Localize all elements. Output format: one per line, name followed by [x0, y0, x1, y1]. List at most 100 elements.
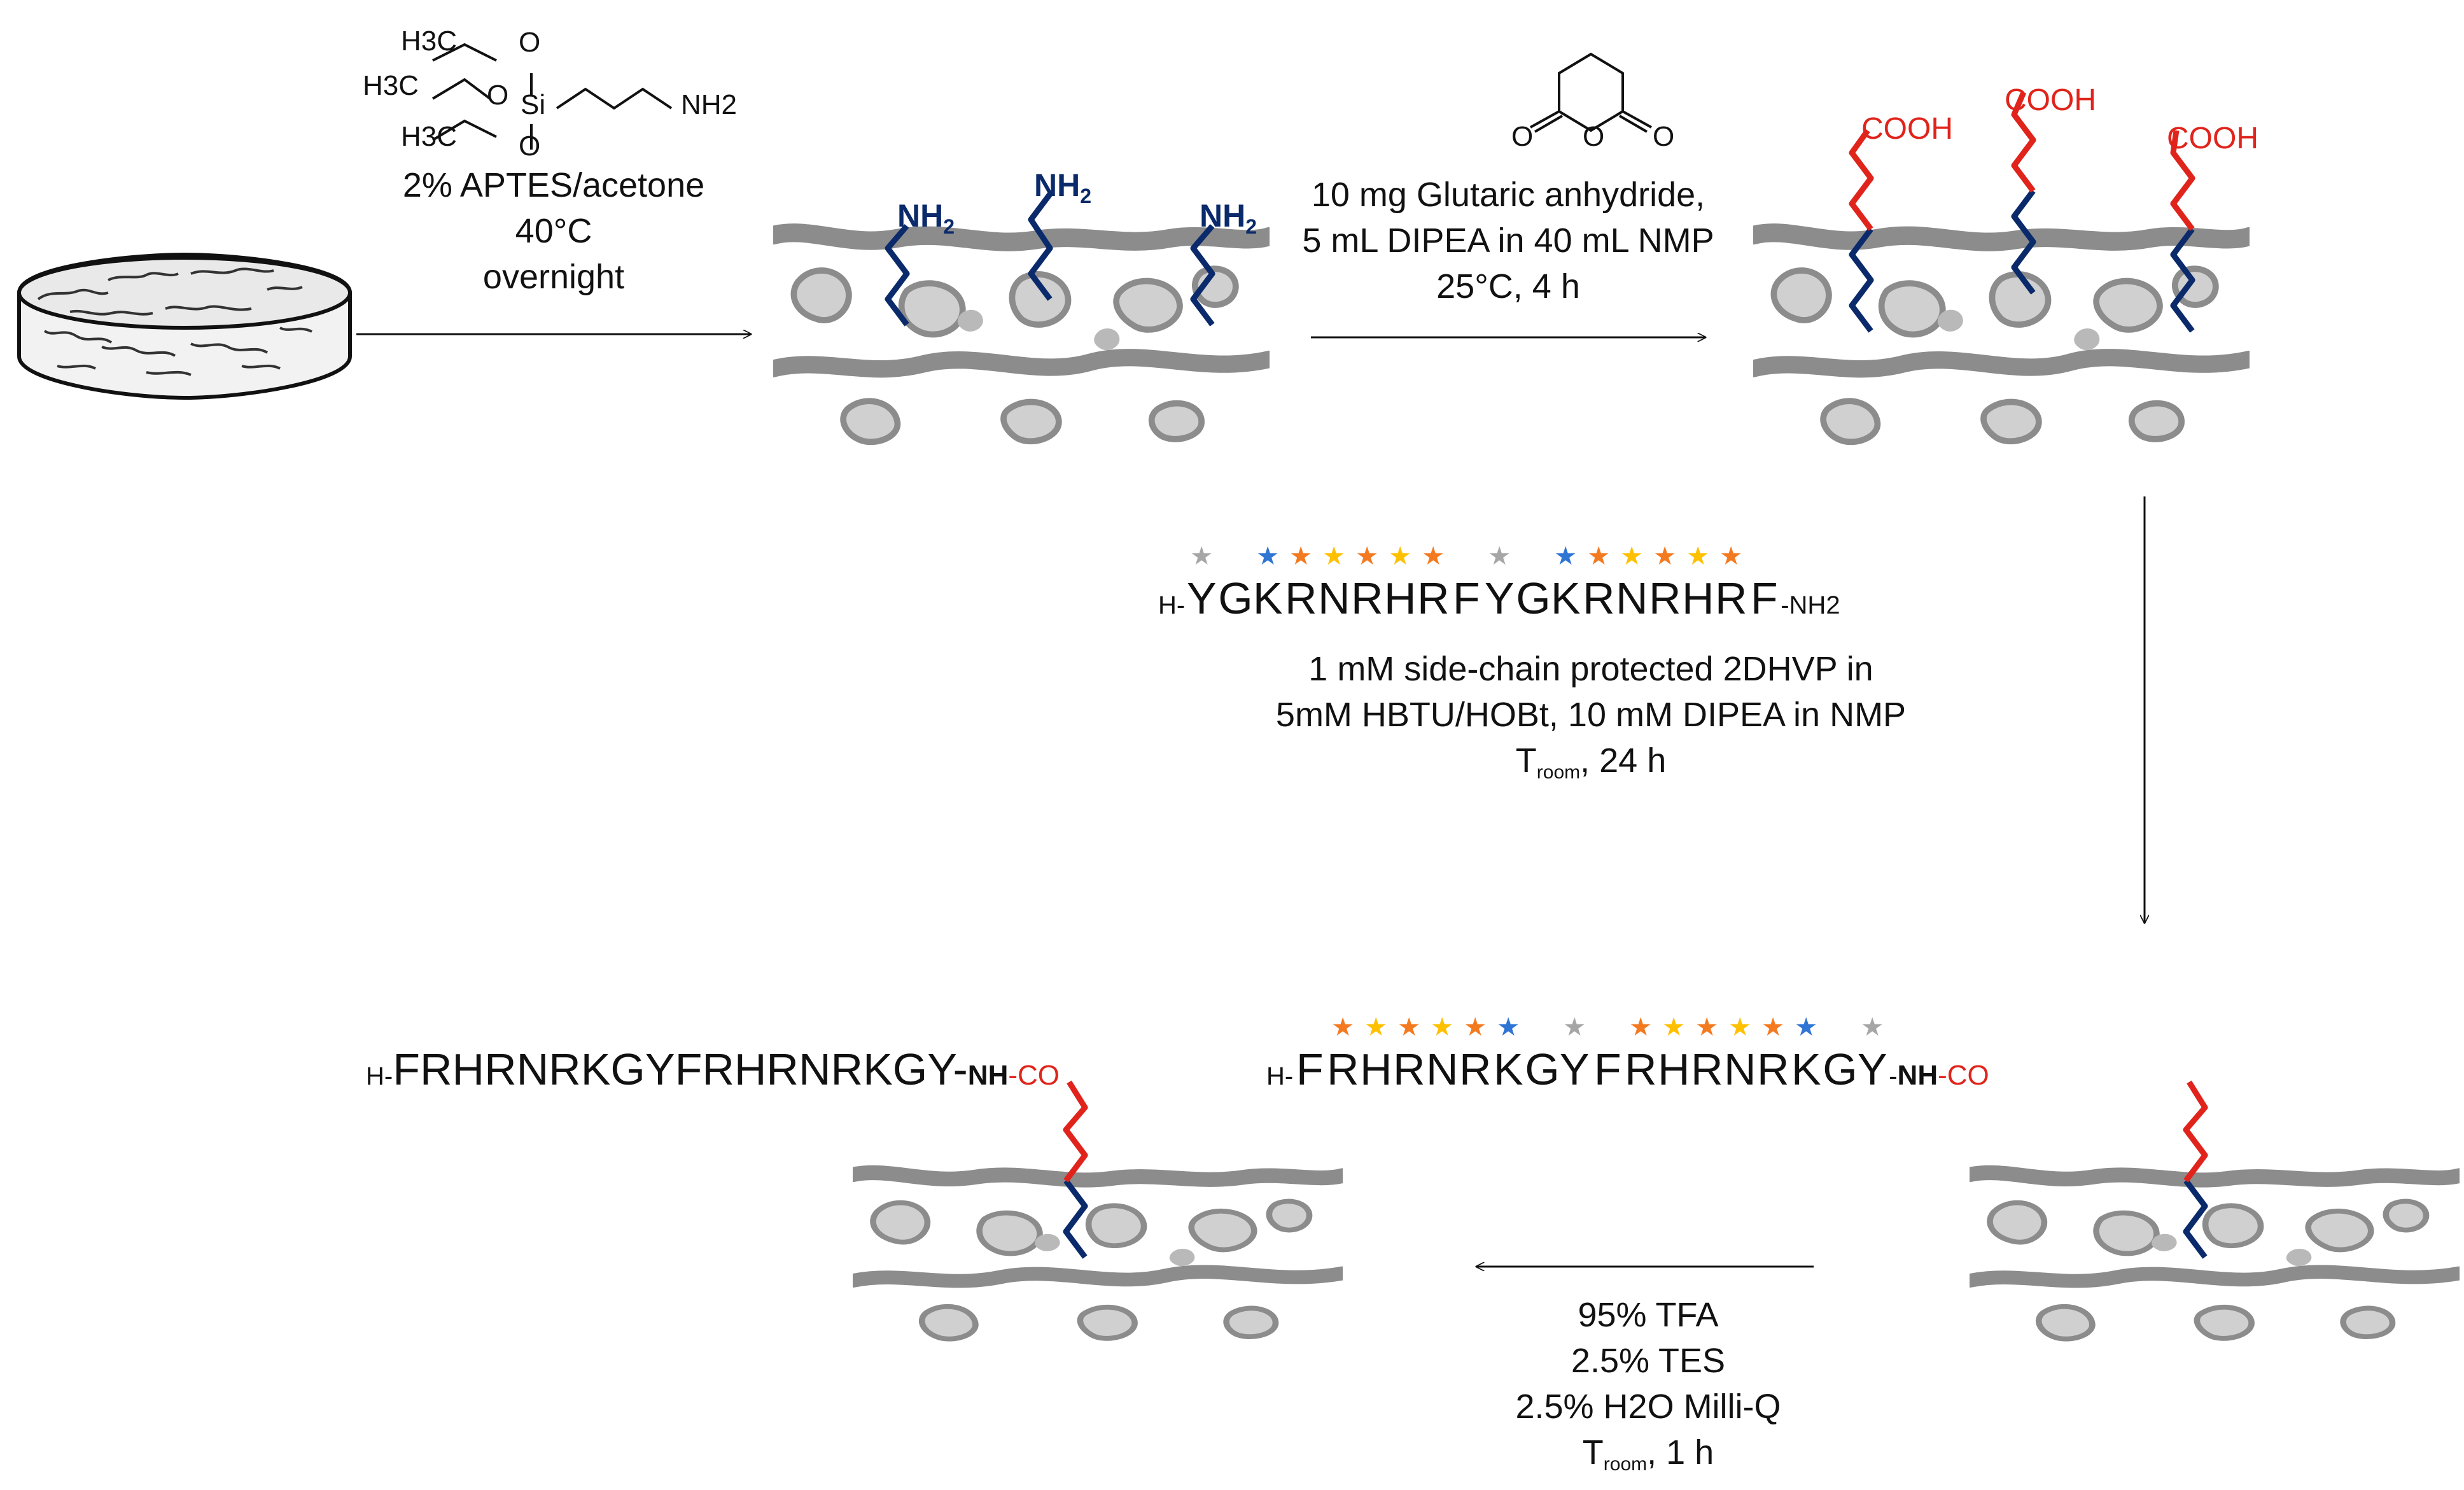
aptes-structure-bonds	[431, 43, 673, 150]
peptide-residue: R★	[1756, 1015, 1789, 1095]
peptide-residue: N★	[1317, 544, 1350, 624]
protecting-group-star-icon: ★	[1653, 542, 1677, 570]
residue-letter: H	[1681, 573, 1714, 623]
protecting-group-star-icon: ★	[1795, 1013, 1818, 1041]
peptide-residue: Y★	[1856, 1015, 1889, 1095]
peptide-residue: K★	[1492, 1015, 1525, 1095]
peptide-residue: F	[1450, 573, 1483, 624]
residue-letter: Y	[1186, 573, 1217, 623]
peptide-residue: R★	[1690, 1015, 1723, 1095]
peptide-residue: H★	[1657, 1015, 1690, 1095]
step1-conditions: 2% APTES/acetone 40°C overnight	[402, 166, 705, 296]
residue-letter: G	[1218, 573, 1253, 623]
protecting-group-star-icon: ★	[1761, 1013, 1785, 1041]
peptide-residue: G	[1525, 1044, 1560, 1095]
residue-letter: N	[1615, 573, 1648, 623]
peptide-residue: F	[1747, 573, 1781, 624]
step3-conditions: 1 mM side-chain protected 2DHVP in 5mM H…	[1275, 650, 1907, 783]
protecting-group-star-icon: ★	[1331, 1013, 1355, 1041]
peptide-residue: N★	[1615, 544, 1648, 624]
protecting-group-star-icon: ★	[1629, 1013, 1653, 1041]
residue-letter: R	[1714, 573, 1747, 623]
cooh-label-2: COOH	[2005, 83, 2096, 117]
amine-label-3: NH2	[1200, 198, 1257, 238]
glutaric-o-ring: O	[1583, 121, 1605, 152]
protecting-group-star-icon: ★	[1190, 542, 1214, 570]
peptide-residue: Y★	[1483, 544, 1516, 624]
protecting-group-star-icon: ★	[1620, 542, 1644, 570]
glutaric-anhydride-structure	[1530, 52, 1652, 133]
peptide-residue: G	[1218, 573, 1253, 624]
residue-letter: K	[1252, 573, 1283, 623]
protecting-group-star-icon: ★	[1662, 1013, 1686, 1041]
residue-letter: F	[1452, 573, 1480, 623]
residue-letter: R	[1284, 573, 1317, 623]
residue-letter: Y	[1559, 1044, 1590, 1094]
residue-letter: R	[1624, 1044, 1657, 1094]
protecting-group-star-icon: ★	[1256, 542, 1280, 570]
residue-letter: R	[1417, 573, 1450, 623]
protecting-group-star-icon: ★	[1719, 542, 1743, 570]
residue-letter: R	[1350, 573, 1383, 623]
peptide-residue: F	[1591, 1044, 1624, 1095]
peptide-residue: Y★	[1558, 1015, 1591, 1095]
protecting-group-star-icon: ★	[1488, 542, 1511, 570]
peptide-residue: R★	[1392, 1015, 1425, 1095]
cooh-label-3: COOH	[2167, 122, 2258, 155]
protecting-group-star-icon: ★	[1322, 542, 1346, 570]
step4-conditions: 95% TFA 2.5% TES 2.5% H2O Milli-Q Troom,…	[1515, 1296, 1781, 1475]
residue-letter: Y	[1484, 573, 1515, 623]
amine-label-2: NH2	[1034, 167, 1092, 207]
residue-letter: G	[1516, 573, 1551, 623]
step2-conditions: 10 mg Glutaric anhydride, 5 mL DIPEA in …	[1302, 176, 1714, 306]
aptes-o-mid: O	[487, 80, 509, 111]
peptide-residue: H★	[1359, 1015, 1392, 1095]
peptide-residue: R★	[1284, 544, 1317, 624]
residue-letter: K	[1493, 1044, 1523, 1094]
residue-letter: R	[1326, 1044, 1359, 1094]
residue-letter: H	[1657, 1044, 1690, 1094]
residue-letter: F	[1750, 573, 1778, 623]
residue-letter: N	[1723, 1044, 1756, 1094]
residue-letter: K	[1550, 573, 1581, 623]
residue-letter: H	[1383, 573, 1417, 623]
peptide-residue: R★	[1582, 544, 1615, 624]
residue-letter: F	[1296, 1044, 1324, 1094]
protecting-group-star-icon: ★	[1422, 542, 1445, 570]
residue-letter: N	[1317, 573, 1350, 623]
glutaric-o-left: O	[1511, 121, 1534, 152]
peptide-residue: N★	[1723, 1015, 1756, 1095]
peptide-residue: H★	[1681, 544, 1714, 624]
peptide-residue: R★	[1326, 1015, 1359, 1095]
peptide-residue: G	[1516, 573, 1551, 624]
protecting-group-star-icon: ★	[1695, 1013, 1719, 1041]
protecting-group-star-icon: ★	[1728, 1013, 1752, 1041]
residue-letter: G	[1525, 1044, 1560, 1094]
residue-letter: R	[1392, 1044, 1425, 1094]
protecting-group-star-icon: ★	[1587, 542, 1611, 570]
residue-letter: R	[1459, 1044, 1492, 1094]
residue-letter: F	[1593, 1044, 1621, 1094]
protecting-group-star-icon: ★	[1497, 1013, 1520, 1041]
aptes-h3c-1: H3C	[401, 25, 458, 57]
amine-label-1: NH2	[897, 198, 955, 238]
peptide-sequence-bound-protected: H-FR★H★R★N★R★K★GY★FR★H★R★N★R★K★GY★-NH-CO	[1266, 1013, 1989, 1095]
surface-amine	[773, 192, 1270, 442]
aptes-h3c-3: H3C	[401, 121, 458, 152]
aptes-o-top: O	[519, 27, 541, 58]
residue-letter: R	[1582, 573, 1615, 623]
porous-disc-icon	[17, 252, 352, 400]
surface-peptide-deprotected	[853, 1080, 1343, 1339]
peptide-residue: R★	[1624, 1015, 1657, 1095]
protecting-group-star-icon: ★	[1554, 542, 1578, 570]
residue-letter: N	[1425, 1044, 1459, 1094]
protecting-group-star-icon: ★	[1289, 542, 1313, 570]
surface-cooh	[1753, 91, 2250, 442]
peptide-residue: H★	[1383, 544, 1417, 624]
peptide-residue: R★	[1714, 544, 1747, 624]
peptide-residue: F	[1293, 1044, 1326, 1095]
protecting-group-star-icon: ★	[1355, 542, 1379, 570]
peptide-residue: G	[1823, 1044, 1857, 1095]
peptide-sequence-bound-deprotected: H-FRHRNRKGYFRHRNRKGY-NH-CO	[366, 1044, 1060, 1094]
